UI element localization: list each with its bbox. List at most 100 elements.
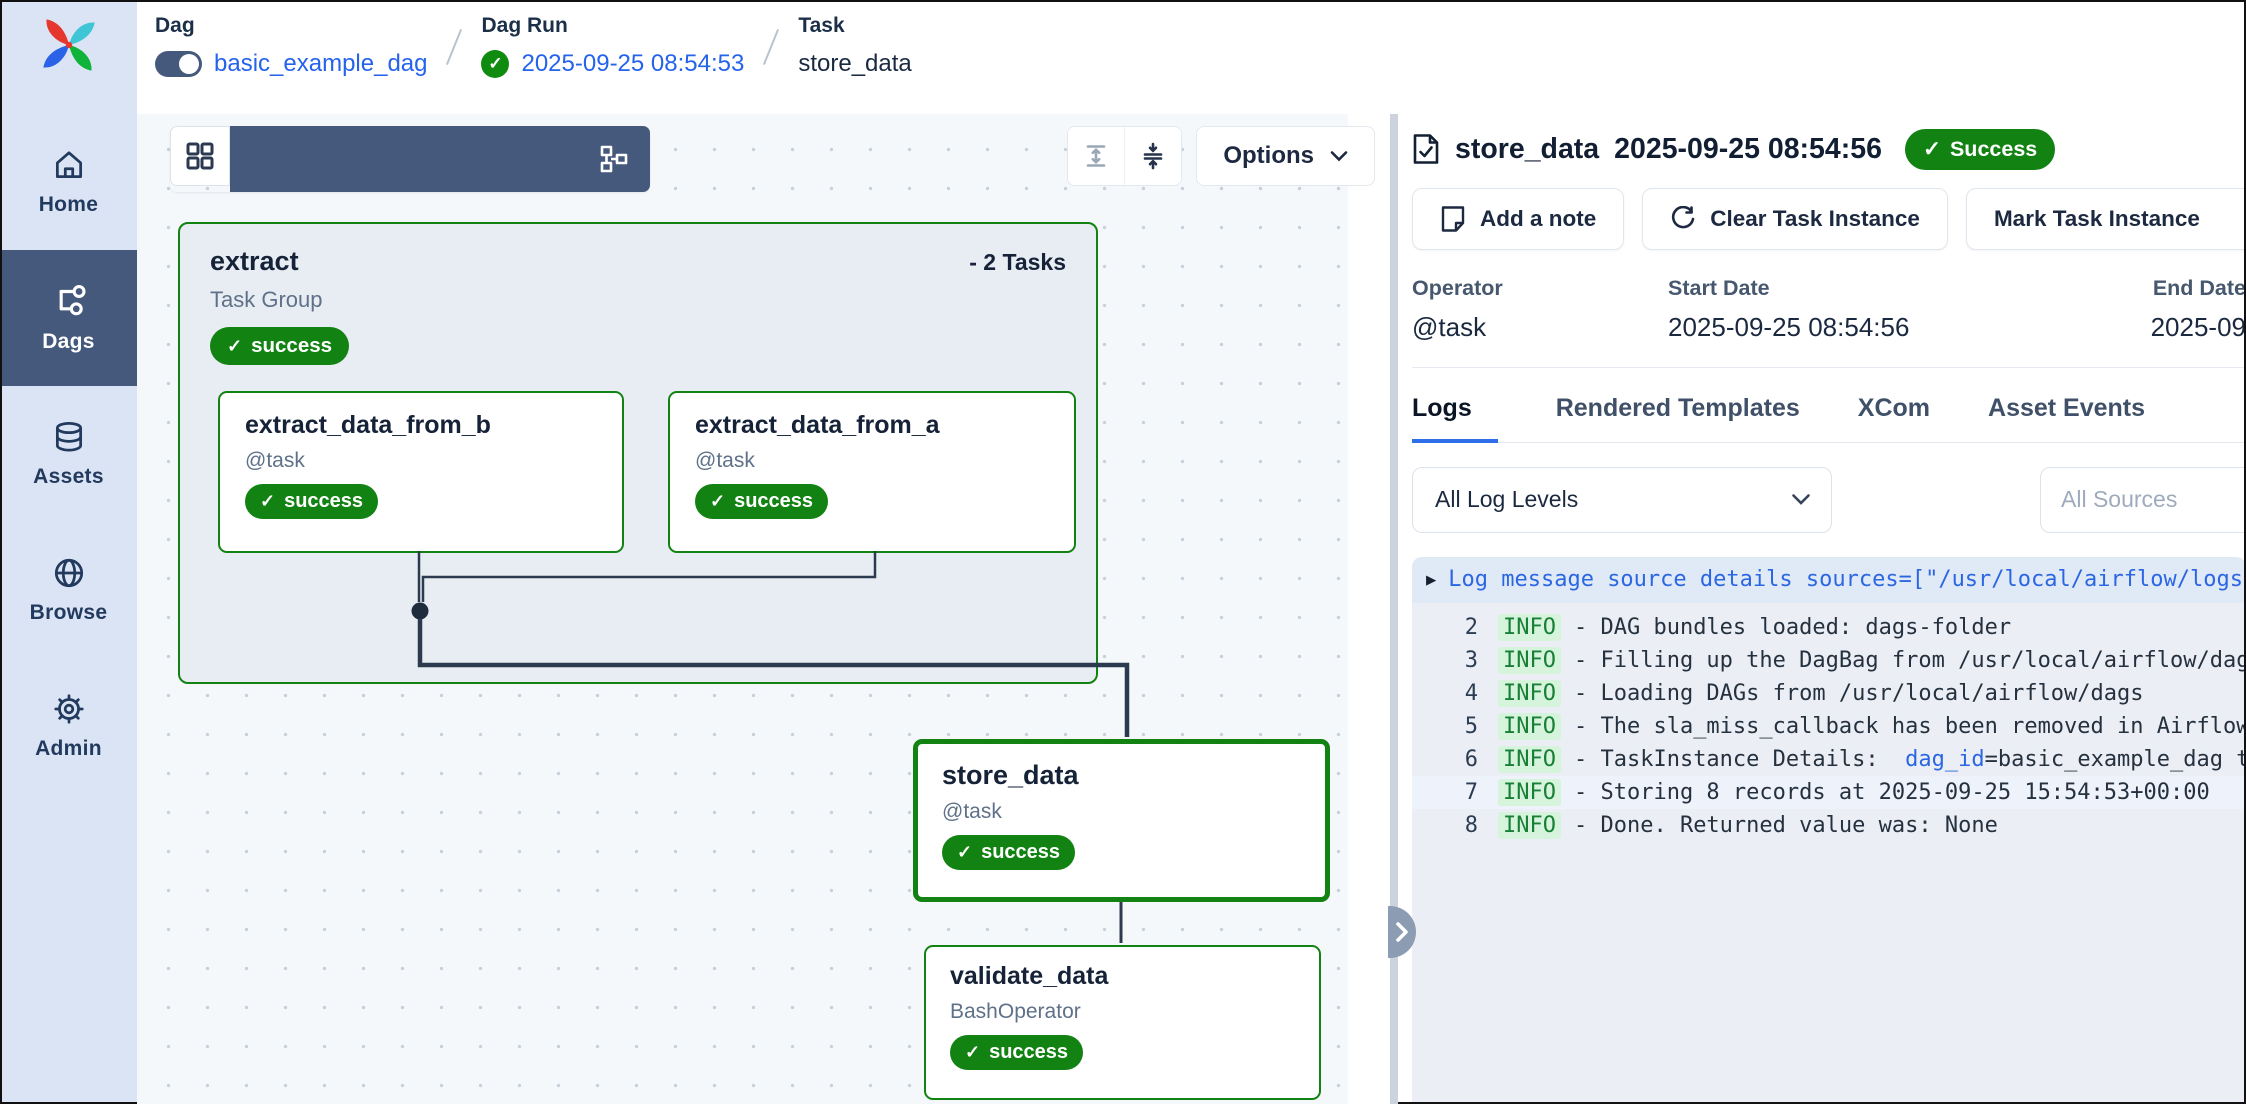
node-subtitle: @task (695, 449, 755, 472)
node-subtitle: BashOperator (950, 1000, 1081, 1023)
status-badge: ✓Success (1904, 128, 2056, 170)
expand-triangle-icon[interactable]: ▶ (1426, 569, 1437, 590)
button-label: Mark Task Instance (1993, 206, 2200, 231)
graph-node-extract-data-from-a[interactable]: extract_data_from_a @task ✓success (668, 391, 1076, 553)
log-line-number: 7 (1464, 779, 1478, 805)
home-icon (55, 151, 82, 179)
task-group-count[interactable]: - 2 Tasks (969, 249, 1066, 275)
chevron-down-icon (1792, 494, 1810, 505)
log-source-header[interactable]: ▶ Log message source details sources=["/… (1412, 556, 2246, 603)
graph-panel: extract - 2 Tasks Task Group ✓success ex… (137, 114, 1390, 1104)
breadcrumb-separator (763, 29, 780, 65)
sidebar: Home Dags Assets Browse Admin (0, 0, 137, 1104)
sidebar-nav: Home Dags Assets Browse Admin (0, 114, 137, 794)
sidebar-item-browse[interactable]: Browse (0, 522, 137, 658)
sidebar-item-admin[interactable]: Admin (0, 658, 137, 794)
sources-input[interactable] (2040, 466, 2246, 533)
log-level-badge: INFO (1498, 745, 1561, 773)
graph-view-icon (600, 145, 628, 173)
dag-run-label: Dag Run (481, 14, 568, 37)
graph-view-button[interactable] (230, 126, 650, 192)
tab-logs[interactable]: Logs (1412, 388, 1498, 443)
task-detail-header: store_data 2025-09-25 08:54:56 ✓Success (1412, 124, 2246, 174)
log-line: 6 INFO - TaskInstance Details: dag_id=basi… (1412, 743, 2246, 776)
log-level-select[interactable]: All Log Levels (1412, 466, 1832, 533)
check-circle-icon: ✓ (481, 50, 510, 78)
sidebar-item-label: Browse (29, 601, 108, 624)
meta-label: Start Date (1668, 276, 1770, 300)
node-title: extract_data_from_a (695, 411, 940, 439)
clear-task-instance-button[interactable]: Clear Task Instance (1642, 188, 1948, 250)
check-icon: ✓ (965, 1042, 981, 1062)
mark-task-instance-button[interactable]: Mark Task Instance (1965, 188, 2246, 250)
log-filters: All Log Levels (1412, 466, 2246, 533)
button-label: Clear Task Instance (1710, 206, 1920, 231)
refresh-icon (1672, 206, 1695, 229)
task-doc-check-icon (1413, 134, 1439, 164)
gear-icon (53, 694, 84, 724)
breadcrumb-dag-run: Dag Run ✓ 2025-09-25 08:54:53 (481, 14, 744, 81)
graph-node-store-data[interactable]: store_data @task ✓success (913, 739, 1330, 902)
meta-value: 2025-09 (2150, 312, 2246, 342)
sidebar-item-label: Admin (35, 737, 102, 760)
sidebar-item-home[interactable]: Home (0, 114, 137, 250)
dag-link[interactable]: basic_example_dag (214, 50, 428, 77)
graph-node-extract-data-from-b[interactable]: extract_data_from_b @task ✓success (218, 391, 624, 553)
status-badge: ✓success (245, 484, 379, 519)
dag-pause-toggle[interactable] (155, 51, 202, 77)
tab-xcom[interactable]: XCom (1857, 394, 1931, 422)
log-line-number: 6 (1464, 746, 1478, 772)
task-instance-timestamp: 2025-09-25 08:54:56 (1614, 132, 1882, 165)
expand-groups-button[interactable] (1068, 127, 1125, 185)
status-badge: ✓success (950, 1035, 1084, 1070)
log-line-text: - TaskInstance Details: dag_id=basic_exa… (1573, 746, 2246, 772)
meta-operator: Operator @task (1412, 276, 1668, 343)
options-button[interactable]: Options (1196, 126, 1375, 186)
node-subtitle: @task (942, 800, 1002, 823)
sidebar-item-dags[interactable]: Dags (0, 250, 137, 386)
graph-toolbar-right: Options (1067, 126, 1375, 186)
globe-icon (54, 558, 83, 588)
log-line-text: - The sla_miss_callback has been removed… (1573, 713, 2246, 739)
breadcrumb: Dag basic_example_dag Dag Run ✓ 2025-09-… (137, 0, 2246, 114)
log-level-badge: INFO (1498, 646, 1561, 674)
sidebar-item-label: Home (38, 193, 99, 216)
tab-asset-events[interactable]: Asset Events (1988, 394, 2146, 422)
log-viewer[interactable]: ▶ Log message source details sources=["/… (1412, 556, 2246, 1104)
airflow-logo-icon[interactable] (38, 14, 100, 76)
collapse-groups-button[interactable] (1124, 127, 1182, 185)
view-toggle-group (170, 126, 650, 192)
log-level-badge: INFO (1498, 712, 1561, 740)
breadcrumb-task: Task store_data (798, 14, 911, 81)
log-level-badge: INFO (1498, 811, 1561, 839)
log-link-dag-id[interactable]: dag_id (1905, 746, 1985, 772)
log-line: 8 INFO - Done. Returned value was: None (1412, 809, 2246, 842)
grid-view-button[interactable] (170, 126, 230, 186)
breadcrumb-dag: Dag basic_example_dag (155, 14, 427, 81)
log-level-badge: INFO (1498, 679, 1561, 707)
log-line-text: - Done. Returned value was: None (1573, 812, 1998, 838)
detail-tabs: Logs Rendered Templates XCom Asset Event… (1412, 388, 2246, 443)
check-icon: ✓ (957, 842, 973, 862)
log-line-number: 8 (1464, 812, 1478, 838)
status-badge: ✓success (942, 835, 1076, 870)
task-group-extract[interactable]: extract - 2 Tasks Task Group ✓success ex… (178, 222, 1098, 684)
expand-groups-icon (1087, 145, 1106, 167)
panel-splitter[interactable] (1388, 114, 1416, 1104)
log-line-text: - Storing 8 records at 2025-09-25 15:54:… (1573, 779, 2210, 805)
log-line-number: 2 (1464, 614, 1478, 640)
status-badge: ✓success (695, 484, 829, 519)
graph-node-validate-data[interactable]: validate_data BashOperator ✓success (924, 945, 1321, 1100)
dag-run-link[interactable]: 2025-09-25 08:54:53 (521, 50, 745, 77)
sidebar-item-assets[interactable]: Assets (0, 386, 137, 522)
node-title: validate_data (950, 962, 1109, 990)
add-note-button[interactable]: Add a note (1412, 188, 1625, 250)
check-icon: ✓ (710, 491, 726, 511)
task-value: store_data (798, 50, 912, 77)
tab-rendered-templates[interactable]: Rendered Templates (1555, 394, 1800, 422)
log-line-text: - Filling up the DagBag from /usr/local/… (1573, 647, 2246, 673)
task-meta: Operator @task Start Date 2025-09-25 08:… (1412, 276, 2246, 343)
